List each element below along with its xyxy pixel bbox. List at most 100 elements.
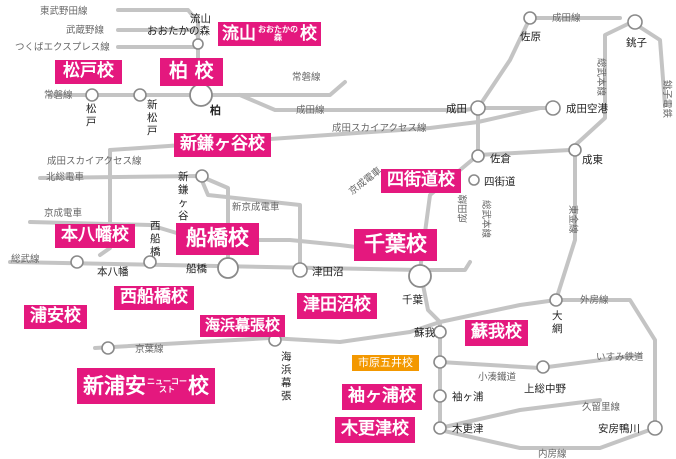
station-label: 安房鴨川	[598, 422, 640, 435]
station-label: 上総中野	[524, 382, 566, 395]
station-label: 大	[552, 309, 563, 322]
station-chiba[interactable]	[408, 264, 432, 288]
school-badge-matsudo[interactable]: 松戸校	[55, 60, 122, 84]
line-togane	[554, 148, 577, 302]
line-label: 成田線	[457, 194, 469, 223]
station-label: ヶ	[178, 197, 189, 209]
station-label: 成東	[582, 153, 603, 166]
station-narita-airport[interactable]	[545, 100, 561, 116]
line-narita-abiko	[238, 93, 480, 112]
school-badge-shinkamagaya[interactable]: 新鎌ヶ谷校	[174, 133, 271, 157]
school-badge-chiba[interactable]: 千葉校	[354, 229, 437, 261]
school-badge-shinurayasu[interactable]: 新浦安 ニューコースト 校	[77, 368, 215, 404]
station-soga[interactable]	[433, 325, 447, 339]
line-label: 武蔵野線	[66, 24, 105, 36]
station-nagareyama[interactable]	[192, 38, 204, 50]
station-label: 流山	[190, 12, 211, 25]
station-tsudanuma[interactable]	[292, 262, 308, 278]
line-label: 成田スカイアクセス線	[332, 122, 427, 134]
school-badge-kaihinmakuhari[interactable]: 海浜幕張校	[200, 315, 286, 337]
station-kazusanakano[interactable]	[536, 360, 550, 374]
line-label: 成田スカイアクセス線	[47, 155, 142, 167]
station-naruto[interactable]	[568, 143, 582, 157]
station-shinmatsudo[interactable]	[133, 88, 147, 102]
line-label: 東金線	[567, 205, 579, 234]
station-sodegaura[interactable]	[433, 389, 447, 403]
school-name-small: ニューコースト	[147, 377, 187, 394]
line-label: 総武線	[11, 253, 40, 265]
station-label: 船	[150, 232, 161, 245]
station-matsudo[interactable]	[85, 88, 99, 102]
line-label: 新京成電車	[232, 201, 280, 213]
station-label: 佐原	[520, 30, 541, 43]
station-label: 船橋	[186, 262, 207, 275]
line-keiyo	[93, 320, 442, 350]
school-badge-motoyawata[interactable]: 本八幡校	[55, 224, 135, 248]
station-label: 新	[178, 170, 189, 183]
station-label: 橋	[150, 245, 161, 258]
station-nishifunabashi[interactable]	[143, 255, 157, 269]
line-label: 成田線	[552, 12, 581, 24]
line-label: 常磐線	[44, 89, 73, 101]
school-badge-tsudanuma[interactable]: 津田沼校	[297, 293, 377, 319]
line-label: 総武本線	[595, 58, 607, 97]
station-awakamogawa[interactable]	[647, 420, 663, 436]
school-badge-ichiharagoi[interactable]: 市原五井校	[352, 355, 419, 371]
station-kisarazu[interactable]	[433, 421, 447, 435]
station-oami[interactable]	[549, 293, 563, 307]
school-badge-yotsukaido[interactable]: 四街道校	[381, 169, 461, 193]
station-label: 千葉	[402, 293, 423, 306]
station-motoyawata[interactable]	[70, 255, 84, 269]
station-label: 松	[86, 102, 97, 115]
line-shinkeisei	[198, 174, 302, 272]
station-label: 佐倉	[490, 152, 511, 165]
station-label: 木更津	[452, 423, 484, 435]
station-sawara[interactable]	[523, 11, 537, 25]
station-label: 谷	[178, 210, 189, 222]
station-label: 本八幡	[97, 265, 129, 278]
station-funabashi[interactable]	[217, 257, 239, 279]
school-badge-nishifunabashi[interactable]: 西船橋校	[114, 286, 194, 310]
line-label: 久留里線	[582, 401, 621, 413]
station-label: 袖ヶ浦	[452, 390, 484, 403]
line-kururi	[438, 398, 602, 430]
line-label: 常磐線	[292, 71, 321, 83]
line-label: 京成電車	[44, 207, 83, 219]
station-shinurayasu[interactable]	[101, 341, 115, 355]
school-badge-soga[interactable]: 蘇我校	[465, 320, 528, 346]
line-sotobo	[438, 298, 657, 430]
school-badge-funabashi[interactable]: 船橋校	[176, 223, 259, 255]
line-label: 外房線	[580, 294, 609, 306]
station-sakura[interactable]	[471, 149, 485, 163]
line-label: 京成電車	[346, 164, 384, 197]
school-suffix: 校	[300, 23, 317, 44]
school-badge-kisarazu[interactable]: 木更津校	[335, 417, 415, 443]
station-label: 津田沼	[312, 265, 344, 278]
station-narita[interactable]	[470, 100, 486, 116]
station-label: 張	[281, 390, 292, 402]
school-badge-nagareyama[interactable]: 流山 おおたかの森 校	[218, 22, 321, 46]
line-label: 銚子電鉄	[661, 80, 673, 119]
station-label: 戸	[147, 125, 158, 137]
line-label: 成田線	[296, 104, 325, 116]
station-label: おおたかの森	[147, 24, 210, 37]
station-yotsukaido[interactable]	[468, 174, 480, 186]
station-goi[interactable]	[433, 355, 447, 369]
school-badge-urayasu[interactable]: 浦安校	[24, 305, 87, 329]
station-label: 幕	[281, 376, 292, 389]
line-narita-sawara	[476, 16, 622, 110]
school-badge-kashiwa[interactable]: 柏 校	[160, 58, 223, 86]
station-labels: 流山 おおたかの森 松 戸 新 松 戸 柏 新 鎌 ヶ 谷 本八幡 西 船 橋 …	[86, 12, 647, 435]
station-shinkamagaya[interactable]	[195, 169, 209, 183]
station-label: 成田空港	[566, 102, 608, 115]
station-label: 蘇我	[414, 326, 435, 339]
school-badge-sodegaura[interactable]: 袖ヶ浦校	[342, 384, 422, 410]
station-label: 松	[147, 111, 158, 124]
line-label: 京葉線	[135, 343, 164, 355]
station-label: 四街道	[484, 175, 516, 188]
station-choshi[interactable]	[627, 14, 643, 30]
station-label: 新	[147, 98, 158, 111]
station-kashiwa[interactable]	[189, 83, 213, 107]
line-label: 内房線	[538, 448, 567, 459]
